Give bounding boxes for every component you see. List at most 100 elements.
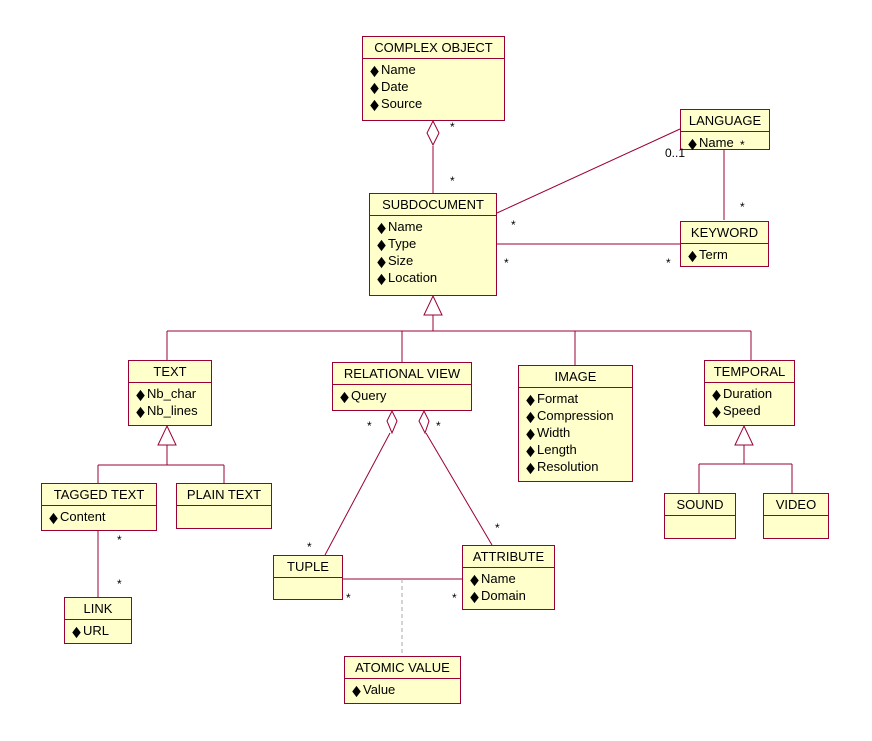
attribute-icon xyxy=(526,445,535,457)
attribute-row: Query xyxy=(340,387,471,404)
attribute-row: Term xyxy=(688,246,768,263)
class-text: TEXT Nb_char Nb_lines xyxy=(128,360,212,426)
class-name: COMPLEX OBJECT xyxy=(363,37,504,59)
attribute-label: Value xyxy=(363,682,396,697)
attribute-list: Name xyxy=(681,132,769,153)
attribute-list: Content xyxy=(42,506,156,527)
multiplicity-tuple-attribute: * xyxy=(346,591,351,605)
attribute-list: URL xyxy=(65,620,131,641)
attribute-icon xyxy=(526,462,535,474)
generalization-arrow-subdocument xyxy=(423,294,443,316)
attribute-row: Name xyxy=(370,61,504,78)
multiplicity-relational-view-tuple: * xyxy=(367,419,372,433)
class-attribute: ATTRIBUTE Name Domain xyxy=(462,545,555,610)
attribute-row: Date xyxy=(370,78,504,95)
attribute-label: Length xyxy=(537,442,577,457)
attribute-icon xyxy=(136,406,145,418)
attribute-row: Compression xyxy=(526,407,632,424)
class-keyword: KEYWORD Term xyxy=(680,221,769,267)
attribute-icon xyxy=(526,394,535,406)
class-plain-text: PLAIN TEXT xyxy=(176,483,272,529)
multiplicity-attribute-tuple: * xyxy=(452,591,457,605)
attribute-icon xyxy=(688,250,697,262)
attribute-label: Name xyxy=(481,571,516,586)
attribute-list: Query xyxy=(333,385,471,406)
attribute-icon xyxy=(470,591,479,603)
attribute-icon xyxy=(377,239,386,251)
attribute-row: Nb_char xyxy=(136,385,211,402)
class-name: VIDEO xyxy=(764,494,828,516)
attribute-row: Nb_lines xyxy=(136,402,211,419)
generalization-arrow-temporal xyxy=(734,424,754,446)
attribute-icon xyxy=(370,82,379,94)
multiplicity-complex-object: * xyxy=(450,120,455,134)
class-tuple: TUPLE xyxy=(273,555,343,600)
attribute-label: Compression xyxy=(537,408,614,423)
attribute-label: Format xyxy=(537,391,579,406)
attribute-list: Term xyxy=(681,244,768,265)
attribute-label: Nb_char xyxy=(147,386,197,401)
attribute-icon xyxy=(377,222,386,234)
attribute-row: Source xyxy=(370,95,504,112)
attribute-list: Name Domain xyxy=(463,568,554,606)
attribute-label: Name xyxy=(381,62,416,77)
attribute-icon xyxy=(712,406,721,418)
attribute-label: Source xyxy=(381,96,423,111)
attribute-icon xyxy=(526,428,535,440)
attribute-label: Size xyxy=(388,253,414,268)
class-name: SOUND xyxy=(665,494,735,516)
attribute-label: Content xyxy=(60,509,106,524)
class-temporal: TEMPORAL Duration Speed xyxy=(704,360,795,426)
aggregation-diamond-relational-view-attribute xyxy=(418,409,430,435)
attribute-row: Size xyxy=(377,252,496,269)
attribute-icon xyxy=(72,626,81,638)
multiplicity-language: 0..1 xyxy=(665,146,686,160)
class-name: TEMPORAL xyxy=(705,361,794,383)
attribute-icon xyxy=(352,685,361,697)
attribute-icon xyxy=(136,389,145,401)
class-relational-view: RELATIONAL VIEW Query xyxy=(332,362,472,411)
multiplicity-keyword-subdocument: * xyxy=(666,256,671,270)
aggregation-relational-view-tuple xyxy=(324,432,391,556)
attribute-row: Name xyxy=(688,134,769,151)
class-name: ATOMIC VALUE xyxy=(345,657,460,679)
attribute-row: Format xyxy=(526,390,632,407)
class-name: SUBDOCUMENT xyxy=(370,194,496,216)
multiplicity-tuple: * xyxy=(307,540,312,554)
attribute-list: Name Type Size Location xyxy=(370,216,496,288)
attribute-label: Query xyxy=(351,388,387,403)
class-link: LINK URL xyxy=(64,597,132,644)
class-name: TAGGED TEXT xyxy=(42,484,156,506)
multiplicity-relational-view-attribute: * xyxy=(436,419,441,433)
attribute-list: Name Date Source xyxy=(363,59,504,114)
attribute-row: Type xyxy=(377,235,496,252)
attribute-icon xyxy=(340,391,349,403)
multiplicity-tagged-text: * xyxy=(117,533,122,547)
multiplicity-attribute: * xyxy=(495,521,500,535)
multiplicity-language-keyword-bottom: * xyxy=(740,200,745,214)
attribute-icon xyxy=(370,65,379,77)
attribute-row: Location xyxy=(377,269,496,286)
attribute-list: Nb_char Nb_lines xyxy=(129,383,211,421)
class-complex-object: COMPLEX OBJECT Name Date Source xyxy=(362,36,505,121)
class-name: ATTRIBUTE xyxy=(463,546,554,568)
multiplicity-subdocument-language: * xyxy=(511,218,516,232)
attribute-row: Resolution xyxy=(526,458,632,475)
attribute-row: Length xyxy=(526,441,632,458)
attribute-label: Term xyxy=(699,247,728,262)
class-name: RELATIONAL VIEW xyxy=(333,363,471,385)
attribute-row: Domain xyxy=(470,587,554,604)
attribute-label: Duration xyxy=(723,386,773,401)
multiplicity-subdocument-keyword: * xyxy=(504,256,509,270)
class-name: IMAGE xyxy=(519,366,632,388)
attribute-label: Name xyxy=(388,219,423,234)
class-name: TEXT xyxy=(129,361,211,383)
class-subdocument: SUBDOCUMENT Name Type Size Location xyxy=(369,193,497,296)
attribute-label: Speed xyxy=(723,403,761,418)
multiplicity-subdocument-aggregation: * xyxy=(450,174,455,188)
aggregation-relational-view-attribute xyxy=(425,432,493,546)
attribute-row: Name xyxy=(470,570,554,587)
attribute-label: Domain xyxy=(481,588,526,603)
class-name: PLAIN TEXT xyxy=(177,484,271,506)
